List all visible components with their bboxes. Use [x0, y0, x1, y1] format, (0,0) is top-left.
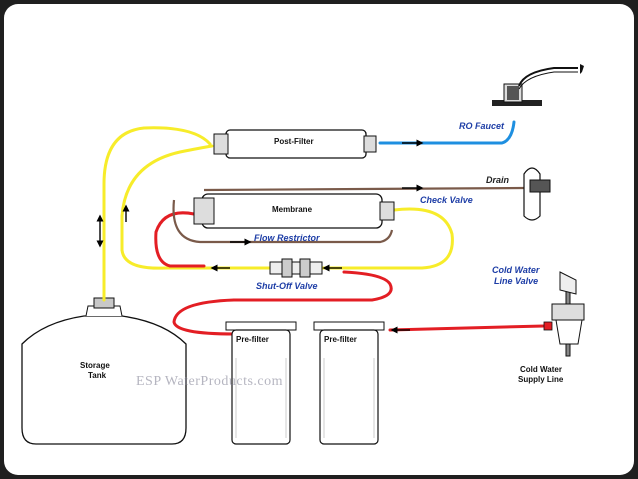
- shut-off-valve-label: Shut-Off Valve: [256, 281, 318, 291]
- cold-water-line-valve: [543, 271, 585, 357]
- ro-system-diagram: [21, 64, 585, 445]
- ro-faucet: [492, 64, 584, 106]
- membrane-housing: [193, 193, 395, 229]
- prefilter-2-label: Pre-filter: [324, 335, 357, 344]
- slide-frame: RO Faucet Post-Filter Drain Check Valve …: [4, 4, 634, 475]
- storage-tank-label-line2: Tank: [88, 371, 107, 380]
- drain-label: Drain: [486, 175, 510, 185]
- blue-tubing: [378, 120, 516, 145]
- storage-tank: [21, 297, 187, 445]
- cold-water-supply-label-line2: Supply Line: [518, 375, 564, 384]
- red-tubing: [154, 211, 546, 336]
- flow-arrows: [96, 139, 424, 334]
- prefilter-1: [225, 321, 297, 445]
- cold-water-line-valve-label-line1: Cold Water: [492, 265, 540, 275]
- post-filter: [213, 129, 377, 159]
- drain-tubing: [172, 186, 525, 244]
- prefilter-1-label: Pre-filter: [236, 335, 269, 344]
- drain-saddle: [523, 167, 551, 221]
- membrane-label: Membrane: [272, 205, 313, 214]
- cold-water-line-valve-label-line2: Line Valve: [494, 276, 539, 286]
- shut-off-valve: [269, 258, 323, 278]
- watermark: ESP WaterProducts.com: [136, 374, 284, 389]
- prefilter-2: [313, 321, 385, 445]
- cold-water-supply-label-line1: Cold Water: [520, 365, 562, 374]
- storage-tank-label-line1: Storage: [80, 361, 110, 370]
- check-valve-label: Check Valve: [420, 195, 473, 205]
- post-filter-label: Post-Filter: [274, 137, 314, 146]
- ro-faucet-label: RO Faucet: [459, 121, 505, 131]
- flow-restrictor-label: Flow Restrictor: [254, 233, 320, 243]
- yellow-tubing: [102, 126, 454, 302]
